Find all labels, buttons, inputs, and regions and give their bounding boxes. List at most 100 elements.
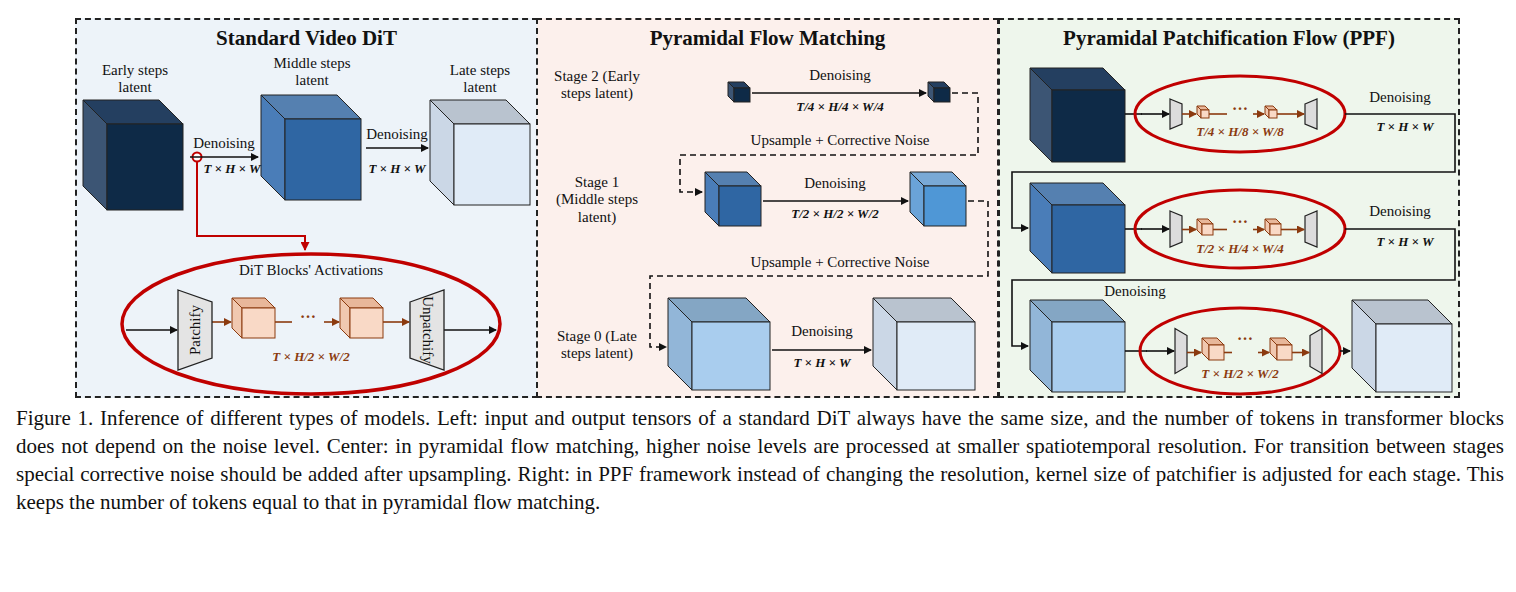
cube-front: [692, 322, 770, 390]
panel-title: Pyramidal Patchification Flow (PPF): [1000, 26, 1458, 51]
cube-side: [1202, 338, 1209, 360]
annotation: Denoising: [809, 67, 871, 84]
arrow-line: [680, 93, 978, 192]
activations-heading: DiT Blocks' Activations: [236, 262, 386, 279]
cube: [668, 298, 770, 390]
cube: [1352, 300, 1452, 392]
tensor-size: T/4 × H/4 × W/4: [796, 99, 884, 115]
arrow-line: [1292, 352, 1309, 354]
cube-side: [1030, 183, 1052, 273]
arrow-line: [1125, 350, 1147, 352]
block-name: Unpatchify: [420, 296, 435, 363]
cube: [1265, 219, 1281, 235]
highlight-ellipse: [1135, 76, 1345, 152]
annotation: Upsample + Corrective Noise: [751, 132, 930, 149]
cube-side: [1270, 338, 1277, 360]
cube-side: [705, 172, 719, 226]
cube-front: [1202, 224, 1213, 235]
tensor-size: T × H × W: [203, 161, 260, 177]
cube-front: [719, 186, 761, 226]
arrow-line: [1340, 350, 1350, 352]
arrow-line: [1277, 113, 1304, 115]
cube-front: [897, 322, 975, 390]
cube: [1030, 300, 1125, 392]
panel-title: Pyramidal Flow Matching: [538, 26, 997, 51]
arrow-line: [1182, 113, 1196, 115]
ellipse-outline: [122, 254, 500, 394]
arrow-line: [1213, 229, 1227, 231]
unpatchify-block: Unpatchify: [410, 290, 444, 370]
cube-front: [1277, 345, 1292, 360]
cube-front: [1209, 345, 1224, 360]
token-grid-size: T/4 × H/8 × W/8: [1196, 124, 1284, 140]
ellipsis: …: [300, 305, 316, 321]
latent-cube: Early steps latent: [80, 62, 190, 212]
tensor-size: T × H/2 × W/2: [272, 349, 349, 365]
tensor-size: T × H × W: [1376, 119, 1433, 135]
annotation: Stage 2 (Early steps latent): [552, 68, 642, 103]
cube-front: [1052, 90, 1125, 162]
arrow-line: [324, 321, 339, 323]
ellipsis: …: [1237, 327, 1253, 343]
cube-side: [430, 100, 454, 205]
cube: [728, 82, 750, 102]
cube: [1197, 219, 1213, 235]
latent-heading: Late steps latent: [432, 62, 528, 97]
annotation: Denoising: [1104, 283, 1166, 300]
arrow-line: [1141, 228, 1169, 230]
cube-front: [1201, 110, 1209, 118]
arrow-line: [1281, 229, 1304, 231]
cube-front: [285, 119, 361, 200]
annotation: Denoising: [1369, 89, 1431, 106]
cube-side: [1030, 68, 1052, 162]
arrow-line: [1258, 352, 1269, 354]
arrow-line: [1253, 229, 1264, 231]
arrow-line: [752, 92, 926, 94]
patchifier-symbol: [1170, 211, 1182, 247]
cube-side: [1352, 300, 1376, 392]
cube: [910, 172, 966, 226]
cube: [1202, 338, 1224, 360]
tensor-size: T/2 × H/2 × W/2: [791, 206, 879, 222]
token-grid-size: T × H/2 × W/2: [1201, 366, 1278, 382]
patchify-block: Patchify: [178, 290, 212, 370]
method-panel: Standard Video DiTEarly steps latentMidd…: [75, 18, 538, 398]
cube: [1030, 183, 1125, 273]
cube-side: [261, 95, 285, 200]
tensor-size: T × H × W: [1376, 234, 1433, 250]
cube: [83, 100, 183, 210]
denoising-arrow: [190, 156, 258, 158]
cube-front: [734, 88, 750, 102]
arrow-line: [126, 329, 177, 331]
latent-heading: Middle steps latent: [264, 55, 360, 90]
highlight-ellipse: [1135, 190, 1345, 268]
arrow-line: [772, 349, 871, 351]
cube-front: [1052, 205, 1125, 273]
arrow-line: [1253, 113, 1264, 115]
arrow-line: [1182, 229, 1196, 231]
tensor-size: T × H × W: [793, 355, 850, 371]
cube-front: [924, 186, 966, 226]
figure-caption: Figure 1. Inference of different types o…: [16, 404, 1504, 516]
latent-cube: Late steps latent: [428, 62, 532, 208]
cube-side: [668, 298, 692, 390]
annotation: Stage 0 (Late steps latent): [552, 328, 642, 363]
cube-side: [728, 82, 734, 102]
cube-front: [350, 308, 383, 338]
patchifier-symbol: [1305, 211, 1317, 247]
annotation: Denoising: [791, 323, 853, 340]
arrow-line: [197, 162, 305, 250]
cube-side: [910, 172, 924, 226]
token-grid-size: T/2 × H/4 × W/4: [1196, 241, 1284, 257]
cube-front: [1270, 224, 1281, 235]
cube-front: [1269, 110, 1277, 118]
cube-side: [928, 82, 934, 102]
arrow-line: [1141, 113, 1169, 115]
arrow-line: [444, 329, 496, 331]
ellipsis: …: [1232, 97, 1248, 113]
edge-label: Denoising: [193, 135, 255, 152]
cube: [928, 82, 950, 102]
cube: [1270, 338, 1292, 360]
cube: [430, 100, 530, 205]
annotation: Denoising: [1369, 203, 1431, 220]
